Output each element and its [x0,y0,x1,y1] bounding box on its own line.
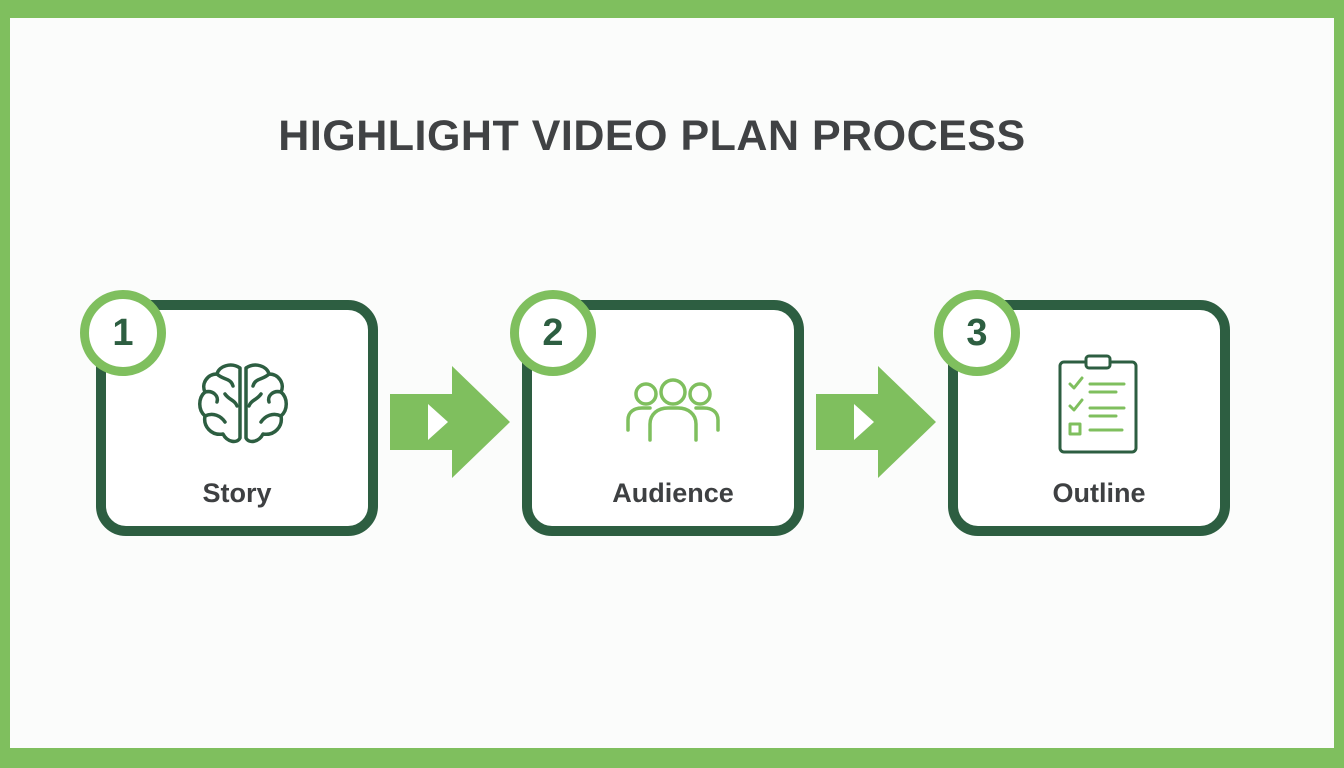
arrow-right-icon [390,366,510,478]
step-label: Outline [1052,478,1146,508]
step-label: Audience [612,478,734,508]
step-number-badge: 2 [510,290,596,376]
arrow-right-icon [816,366,936,478]
step-label: Story [202,478,272,508]
step-box-story [96,300,378,536]
step-number-badge: 1 [80,290,166,376]
diagram-title: HIGHLIGHT VIDEO PLAN PROCESS [278,112,1026,160]
clipboard-checklist-icon [1058,354,1138,454]
brain-icon [198,363,288,444]
step-number-badge: 3 [934,290,1020,376]
people-group-icon [626,378,720,442]
